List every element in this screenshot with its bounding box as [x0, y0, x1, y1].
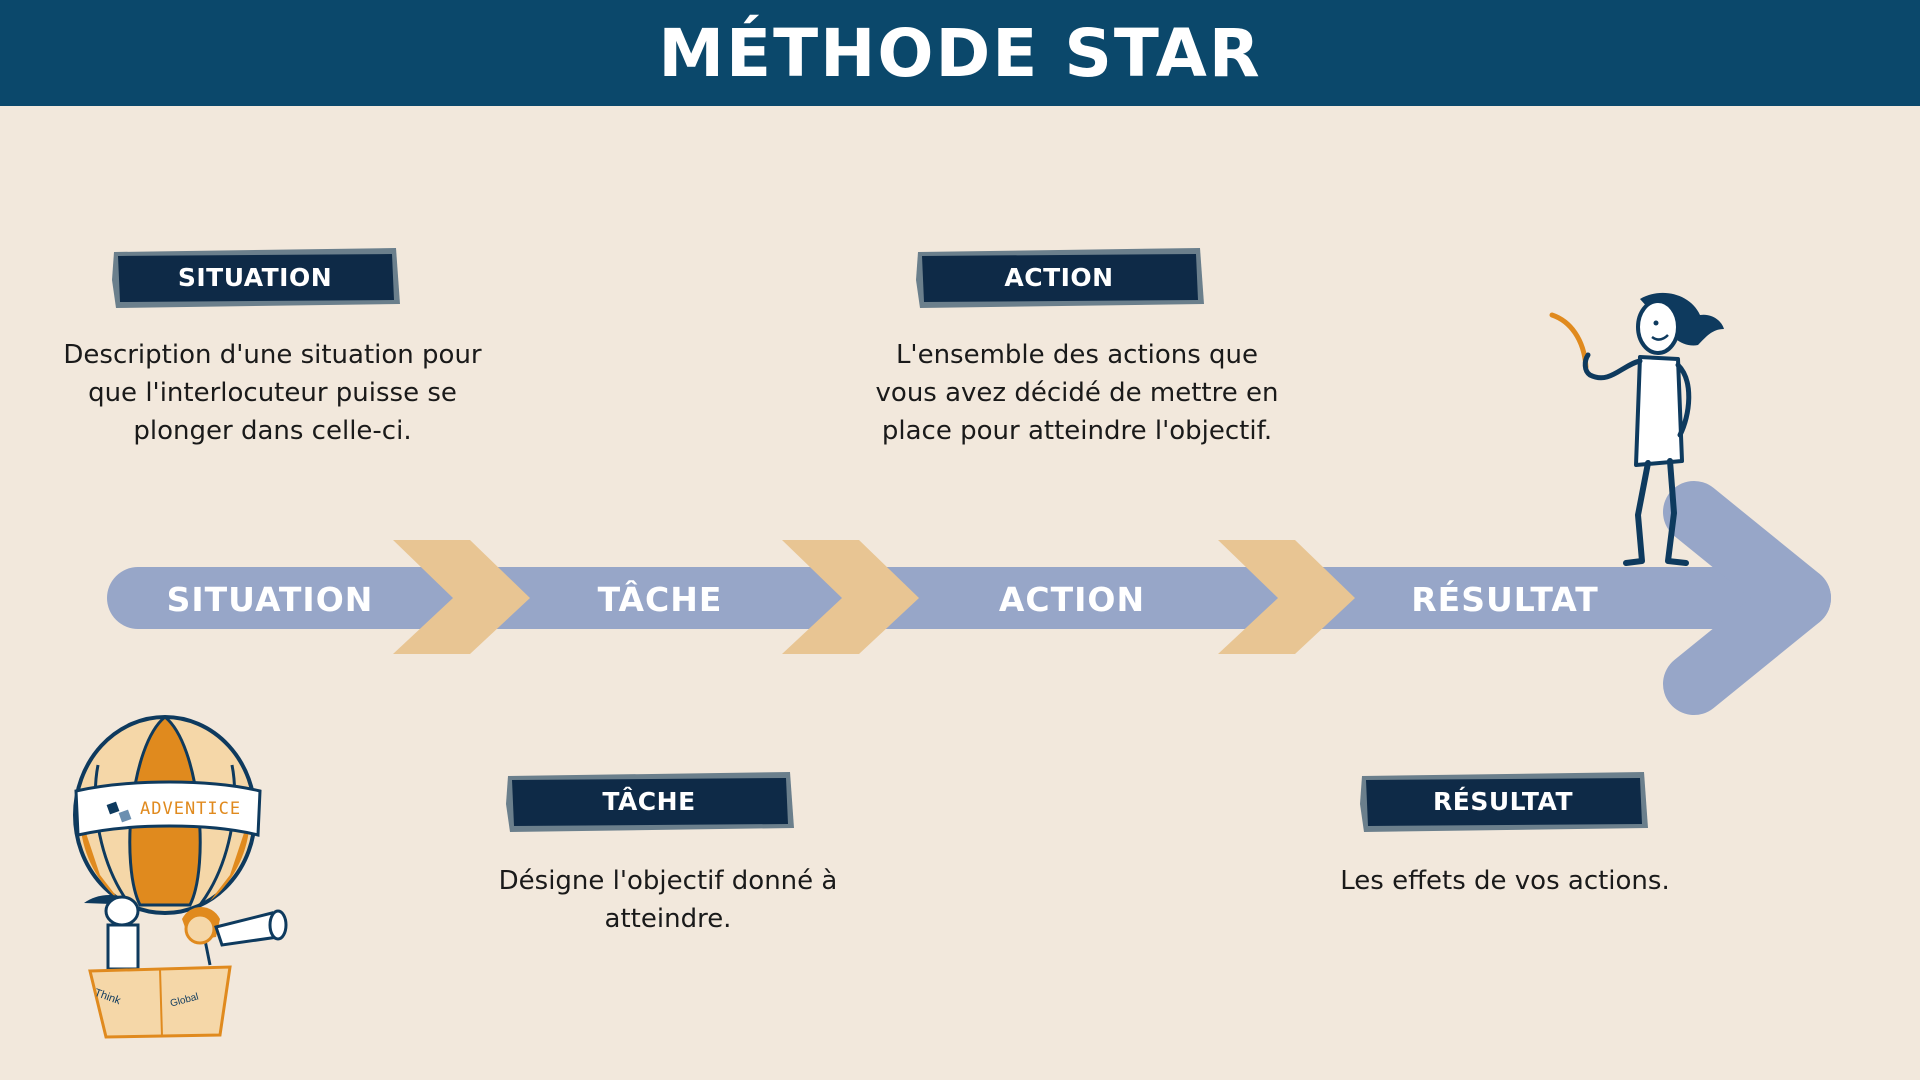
desc-resultat: Les effets de vos actions. — [1340, 866, 1670, 896]
tag-action-label: ACTION — [1004, 262, 1114, 292]
balloon-brand: ADVENTICE — [140, 799, 242, 819]
arrow-step-situation: SITUATION — [166, 579, 374, 619]
chevron-2 — [782, 540, 919, 654]
walking-figure-icon — [1549, 292, 1724, 566]
tag-tache: TÂCHE — [504, 770, 794, 832]
balloon-logo: ADVENTICE Think Global — [20, 705, 300, 1040]
arrow-step-tache: TÂCHE — [597, 579, 723, 619]
arrow-head — [1663, 481, 1831, 715]
desc-action: L'ensemble des actions que vous avez déc… — [875, 340, 1279, 446]
tag-situation: SITUATION — [110, 246, 400, 308]
page-title: MÉTHODE STAR — [658, 14, 1262, 92]
tag-resultat-label: RÉSULTAT — [1433, 786, 1573, 816]
hot-air-balloon-icon — [73, 715, 262, 915]
balloon-passengers-icon — [84, 894, 288, 1039]
tag-resultat: RÉSULTAT — [1358, 770, 1648, 832]
tag-action: ACTION — [914, 246, 1204, 308]
arrow-step-resultat: RÉSULTAT — [1411, 579, 1599, 619]
desc-situation: Description d'une situation pour que l'i… — [63, 340, 482, 446]
chevron-1 — [393, 540, 530, 654]
tag-tache-label: TÂCHE — [602, 786, 696, 816]
tag-situation-label: SITUATION — [177, 262, 333, 292]
header-banner: MÉTHODE STAR — [0, 0, 1920, 106]
chevron-3 — [1218, 540, 1355, 654]
arrow-step-action: ACTION — [998, 579, 1146, 619]
desc-tache: Désigne l'objectif donné à atteindre. — [498, 866, 838, 934]
